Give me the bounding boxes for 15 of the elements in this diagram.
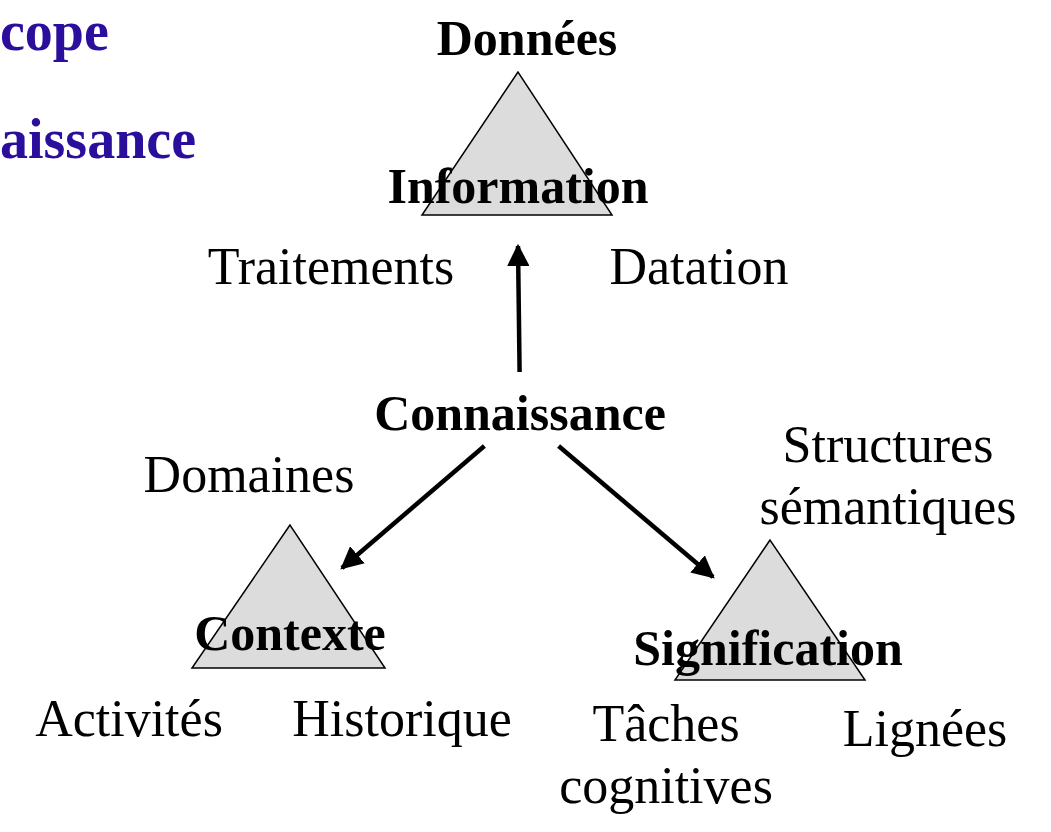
side-label: Lignées xyxy=(841,699,1009,759)
side-label: Historique xyxy=(291,689,513,749)
side-label: Domaines xyxy=(142,445,356,505)
side-label: Activités xyxy=(34,689,224,749)
heading-text: aissance xyxy=(0,108,196,170)
node-label: Données xyxy=(436,9,618,67)
side-label: Structures sémantiques xyxy=(758,415,1018,537)
side-label: Datation xyxy=(608,237,790,297)
side-label: Traitements xyxy=(206,237,456,297)
arrow xyxy=(557,444,715,579)
arrow xyxy=(507,243,530,373)
node-label: Connaissance xyxy=(374,384,666,442)
heading-text: cope xyxy=(0,0,109,62)
side-label: Tâches cognitives xyxy=(558,694,774,816)
arrow xyxy=(340,444,486,570)
